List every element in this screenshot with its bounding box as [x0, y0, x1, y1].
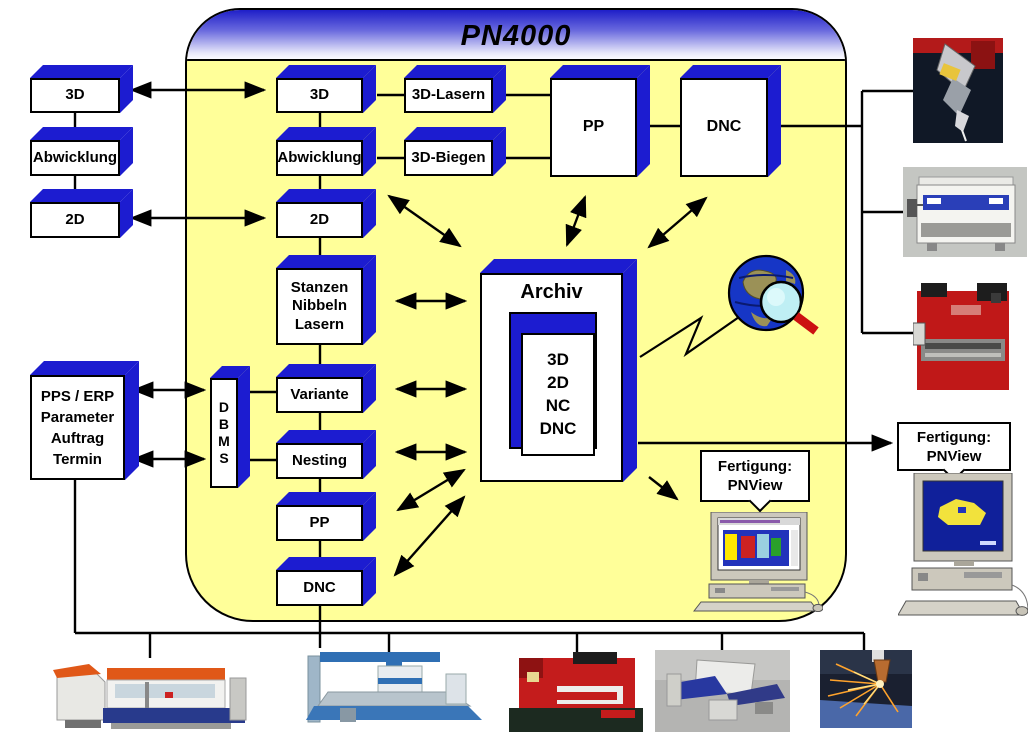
box-label: DNC — [706, 118, 742, 136]
globe-with-magnifier-icon — [727, 254, 819, 335]
box-label: Variante — [290, 385, 349, 403]
box-pps-erp: PPS / ERP Parameter Auftrag Termin — [30, 375, 125, 480]
box-center-abwicklung: Abwicklung — [276, 140, 363, 176]
box-label: D B M S — [218, 399, 230, 466]
box-label: PP — [582, 118, 605, 136]
archiv-title: Archiv — [520, 281, 583, 303]
panel-header — [187, 10, 845, 61]
box-label: 3D-Biegen — [411, 148, 486, 166]
desktop-pc-pnview-right-photo — [898, 473, 1028, 616]
box-nesting: Nesting — [276, 443, 363, 479]
box-label: Abwicklung — [277, 148, 362, 166]
desktop-pc-pnview-inside-photo — [693, 512, 823, 612]
box-3d-biegen: 3D-Biegen — [404, 140, 493, 176]
box-center-2d: 2D — [276, 202, 363, 238]
laser-cutting-sparks-photo — [820, 650, 912, 728]
lightning-connector — [639, 315, 740, 358]
box-label: 3D-Lasern — [411, 86, 486, 104]
page-title: PN4000 — [460, 20, 572, 52]
box-left-3d: 3D — [30, 78, 120, 113]
box-label: Abwicklung — [32, 148, 118, 166]
callout-text: Fertigung: PNView — [916, 428, 992, 465]
box-label: PPS / ERP Parameter Auftrag Termin — [40, 387, 115, 468]
single-arrows — [638, 434, 894, 501]
archiv-content: 3D 2D NC DNC — [521, 332, 595, 456]
callout-text: Fertigung: PNView — [717, 458, 793, 494]
box-label: Stanzen Nibbeln Lasern — [290, 278, 349, 333]
punch-press-red-photo — [509, 652, 643, 732]
punching-machine-blue-photo — [306, 652, 482, 723]
archiv-slab: 3D 2D NC DNC — [509, 312, 597, 456]
box-dbms: D B M S — [210, 378, 238, 488]
box-3d-lasern: 3D-Lasern — [404, 78, 493, 113]
box-center-3d: 3D — [276, 78, 363, 113]
box-variante: Variante — [276, 377, 363, 413]
box-center-pp: PP — [276, 505, 363, 541]
box-center-dnc: DNC — [276, 570, 363, 606]
box-label: 2D — [309, 210, 330, 228]
box-label: 2D — [65, 210, 85, 228]
double-arrows — [129, 81, 708, 577]
box-archiv: Archiv 3D 2D NC DNC — [480, 273, 623, 482]
press-brake-white-blue-photo — [903, 167, 1027, 257]
box-label: 3D — [65, 86, 85, 104]
robot-3d-laser-head-photo — [913, 38, 1003, 143]
box-stanzen-nibbeln-lasern: Stanzen Nibbeln Lasern — [276, 268, 363, 345]
callout-fertigung-pnview-right: Fertigung: PNView — [897, 422, 1011, 482]
box-label: 3D — [309, 86, 330, 104]
box-pp-big: PP — [550, 78, 637, 177]
laser-cutting-machine-photo — [53, 664, 247, 729]
box-dnc-big: DNC — [680, 78, 768, 177]
box-left-abwicklung: Abwicklung — [30, 140, 120, 176]
bending-cell-photo — [655, 650, 790, 732]
callout-fertigung-pnview-inside: Fertigung: PNView — [700, 450, 810, 513]
box-left-2d: 2D — [30, 202, 120, 238]
box-label: Nesting — [291, 451, 347, 469]
box-label: PP — [309, 513, 330, 531]
box-label: DNC — [303, 578, 336, 596]
press-brake-red-photo — [913, 283, 1009, 390]
